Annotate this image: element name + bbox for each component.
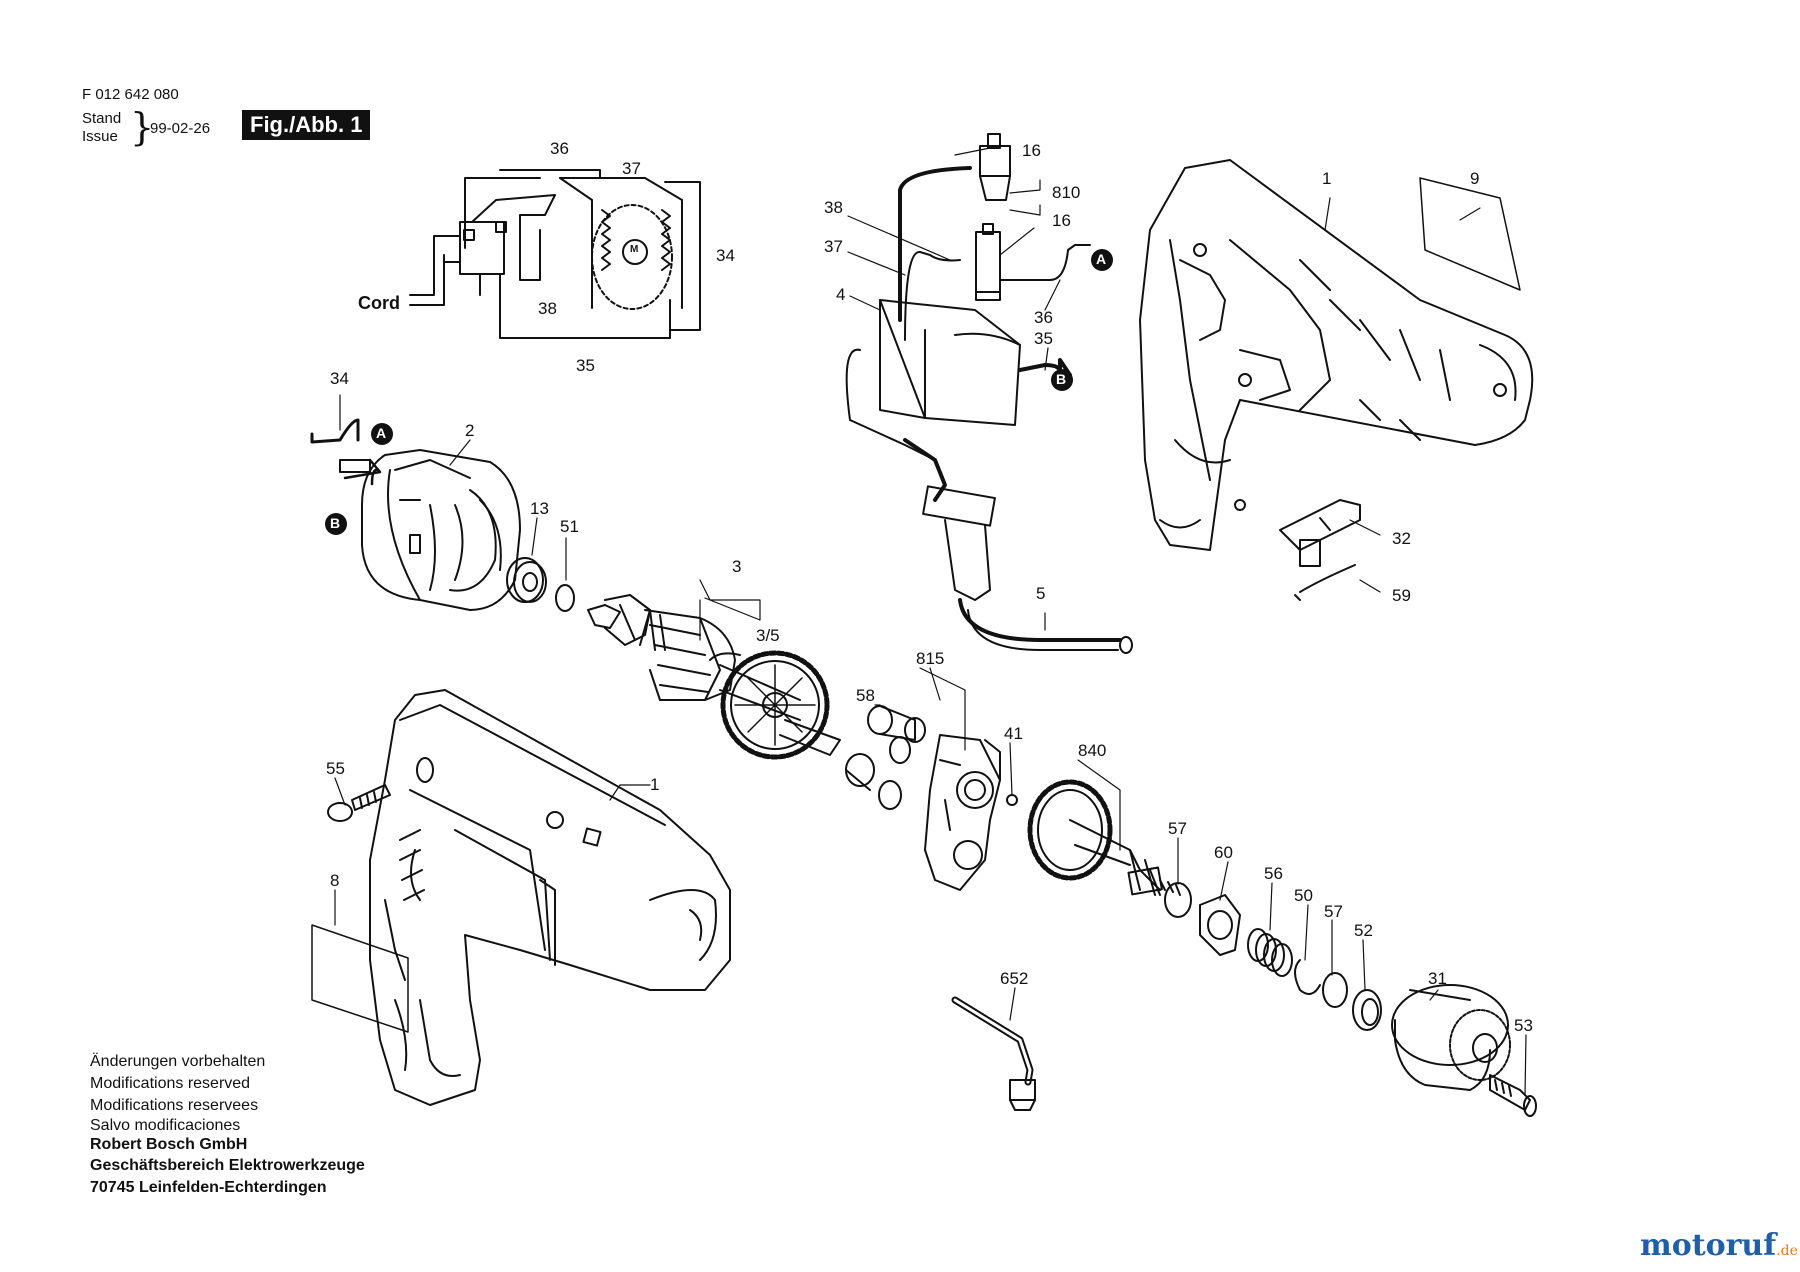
callout-652: 652 bbox=[1000, 969, 1029, 988]
circlip-50 bbox=[1294, 959, 1321, 995]
wiring-label-37: 37 bbox=[622, 159, 641, 178]
footer-line-de: Änderungen vorbehalten bbox=[90, 1053, 266, 1070]
callout-1-top: 1 bbox=[1322, 169, 1332, 188]
screw-53 bbox=[1489, 1074, 1537, 1117]
callout-59: 59 bbox=[1392, 586, 1411, 605]
connector-b-label-top: B bbox=[1056, 371, 1067, 387]
housing-half-left bbox=[369, 689, 731, 1106]
spring-56 bbox=[1247, 928, 1293, 977]
callout-51: 51 bbox=[560, 517, 579, 536]
footer-company: Robert Bosch GmbH bbox=[90, 1136, 248, 1153]
connector-a-top bbox=[1091, 249, 1113, 271]
housing-half-right bbox=[1139, 159, 1534, 551]
connector-b-left bbox=[325, 513, 347, 535]
callout-41: 41 bbox=[1004, 724, 1023, 743]
callout-2: 2 bbox=[465, 421, 475, 440]
armature bbox=[587, 594, 801, 721]
figure-label: Fig./Abb. 1 bbox=[242, 110, 371, 140]
footer-division: Geschäftsbereich Elektrowerkzeuge bbox=[90, 1157, 365, 1174]
watermark-brand: motoruf bbox=[1640, 1228, 1777, 1263]
callout-8: 8 bbox=[330, 871, 340, 890]
footer-line-es: Salvo modificaciones bbox=[90, 1117, 241, 1134]
footer-address: 70745 Leinfelden-Echterdingen bbox=[90, 1179, 327, 1196]
stand-label: Stand bbox=[82, 110, 122, 127]
leader-lines bbox=[334, 145, 1527, 1096]
cord-label: Cord bbox=[358, 293, 400, 313]
label-8 bbox=[311, 924, 409, 1033]
brush-holder bbox=[1279, 499, 1361, 601]
field-stator bbox=[310, 418, 521, 611]
needle-bearing-58 bbox=[845, 705, 926, 810]
part-number: F 012 642 080 bbox=[82, 86, 179, 103]
washer-51 bbox=[555, 584, 575, 612]
washer-52 bbox=[1352, 989, 1382, 1031]
callout-5: 5 bbox=[1036, 584, 1046, 603]
callout-9: 9 bbox=[1470, 169, 1480, 188]
pinion-gear bbox=[720, 650, 841, 760]
callout-34: 34 bbox=[330, 369, 349, 388]
wiring-label-36: 36 bbox=[550, 139, 569, 158]
callout-52: 52 bbox=[1354, 921, 1373, 940]
callout-50: 50 bbox=[1294, 886, 1313, 905]
issue-date: 99-02-26 bbox=[150, 120, 211, 137]
callout-35: 35 bbox=[1034, 329, 1053, 348]
callout-31: 31 bbox=[1428, 969, 1447, 988]
switch-assembly bbox=[845, 133, 1133, 654]
sleeve-60 bbox=[1199, 894, 1241, 956]
bearing-13 bbox=[506, 557, 547, 603]
output-gear bbox=[1027, 779, 1181, 896]
connector-markers bbox=[325, 249, 1113, 535]
callout-36: 36 bbox=[1034, 308, 1053, 327]
ring-57b bbox=[1322, 972, 1348, 1008]
brace-icon: } bbox=[130, 105, 155, 149]
screw-55 bbox=[327, 784, 391, 822]
callout-3: 3 bbox=[732, 557, 742, 576]
callout-37: 37 bbox=[824, 237, 843, 256]
connector-b-label-left: B bbox=[330, 515, 341, 531]
chuck-key bbox=[951, 996, 1036, 1111]
ball-41 bbox=[1006, 794, 1018, 806]
drill-chuck bbox=[1391, 984, 1511, 1091]
connector-a-label-left: A bbox=[376, 425, 387, 441]
callout-3-5: 3/5 bbox=[756, 626, 780, 645]
callout-60: 60 bbox=[1214, 843, 1233, 862]
connector-a-label-top: A bbox=[1096, 251, 1107, 267]
callout-38: 38 bbox=[824, 198, 843, 217]
label-plate-9 bbox=[1419, 177, 1521, 291]
callout-16-a: 16 bbox=[1022, 141, 1041, 160]
callout-55: 55 bbox=[326, 759, 345, 778]
callout-13: 13 bbox=[530, 499, 549, 518]
callout-815: 815 bbox=[916, 649, 945, 668]
watermark-tld: .de bbox=[1776, 1243, 1798, 1259]
callout-1-bottom: 1 bbox=[650, 775, 660, 794]
callout-58: 58 bbox=[856, 686, 875, 705]
callout-4: 4 bbox=[836, 285, 846, 304]
callout-840: 840 bbox=[1078, 741, 1107, 760]
footer-line-en: Modifications reserved bbox=[90, 1075, 251, 1092]
watermark-logo: motoruf.de bbox=[1640, 1228, 1798, 1263]
issue-label: Issue bbox=[82, 128, 118, 145]
wiring-label-35: 35 bbox=[576, 356, 595, 375]
callout-32: 32 bbox=[1392, 529, 1411, 548]
callout-810: 810 bbox=[1052, 183, 1081, 202]
connector-a-left bbox=[371, 423, 393, 445]
callout-57-b: 57 bbox=[1324, 902, 1343, 921]
wiring-schematic bbox=[409, 169, 701, 339]
wiring-label-34: 34 bbox=[716, 246, 735, 265]
callout-56: 56 bbox=[1264, 864, 1283, 883]
bearing-plate bbox=[924, 734, 1001, 891]
callout-53: 53 bbox=[1514, 1016, 1533, 1035]
connector-b-top bbox=[1051, 369, 1073, 391]
wiring-label-38: 38 bbox=[538, 299, 557, 318]
footer-line-fr: Modifications reservees bbox=[90, 1097, 259, 1114]
motor-symbol: M bbox=[630, 244, 639, 255]
callout-57-a: 57 bbox=[1168, 819, 1187, 838]
footer-notes: Änderungen vorbehalten Modifications res… bbox=[90, 1051, 365, 1199]
callout-16-b: 16 bbox=[1052, 211, 1071, 230]
